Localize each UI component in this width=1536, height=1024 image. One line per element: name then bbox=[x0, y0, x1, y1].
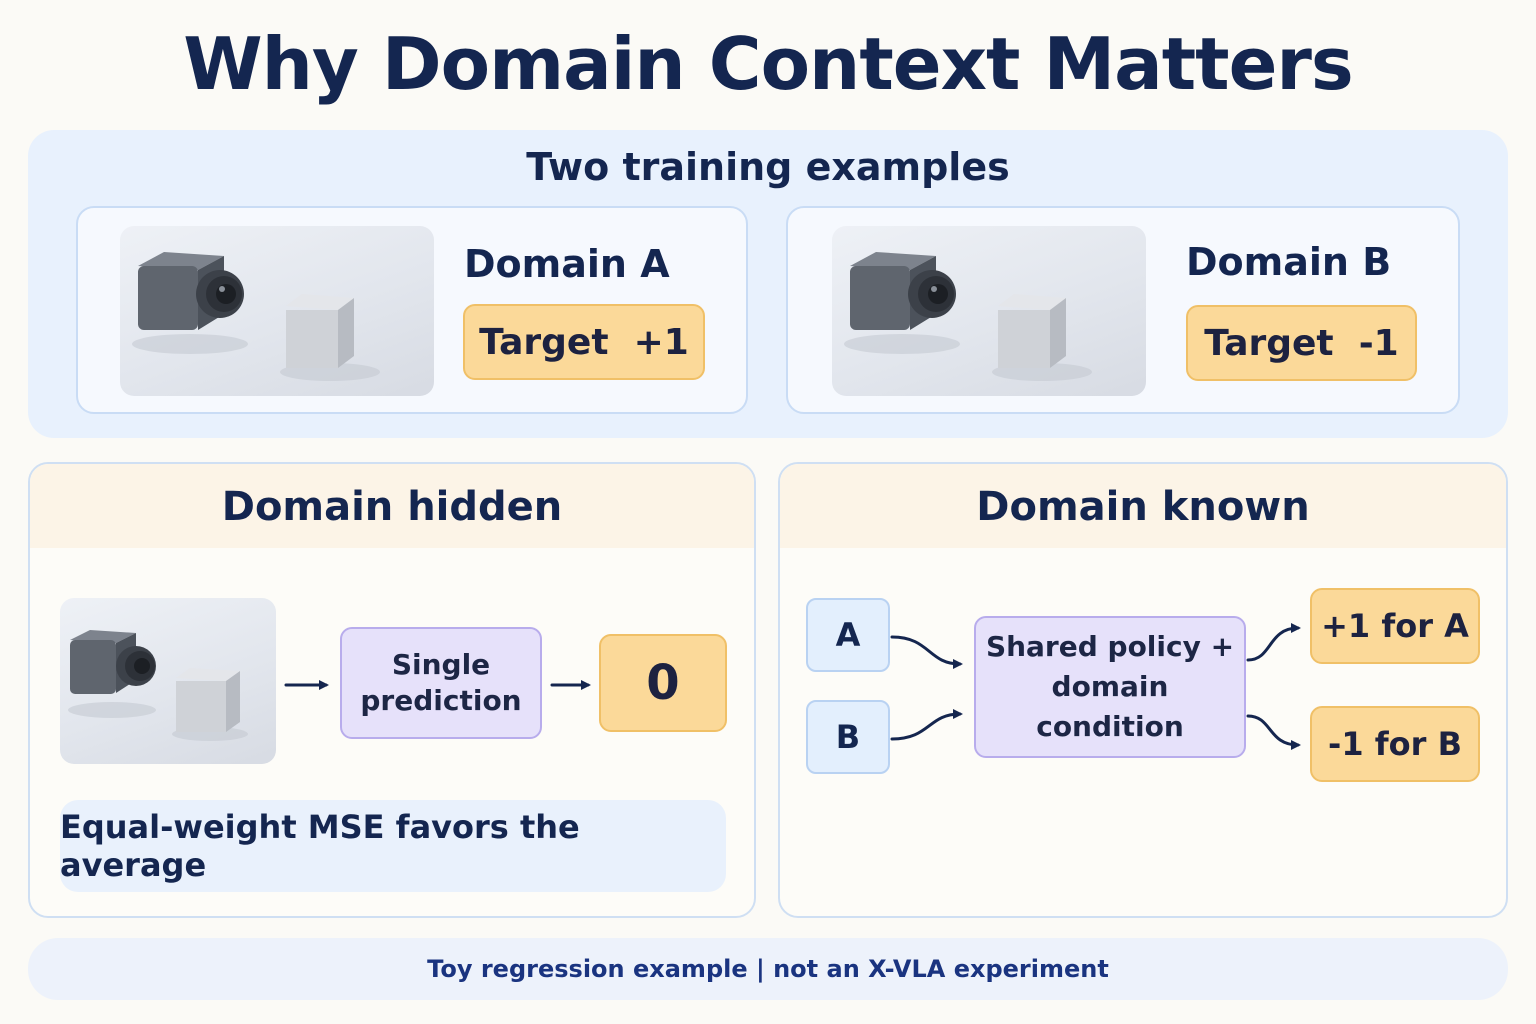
target-b-badge: Target -1 bbox=[1186, 305, 1417, 381]
domain-known-header bbox=[780, 464, 1506, 548]
camera-icon bbox=[850, 252, 956, 330]
cube-icon bbox=[286, 294, 354, 368]
mse-note: Equal-weight MSE favors the average bbox=[60, 800, 726, 892]
domain-a-chip: A bbox=[806, 598, 890, 672]
domain-hidden-title: Domain hidden bbox=[221, 484, 563, 530]
footer-note: Toy regression example | not an X-VLA ex… bbox=[28, 938, 1508, 1000]
output-a-badge: +1 for A bbox=[1310, 588, 1480, 664]
shared-policy-line1: Shared policy + bbox=[985, 630, 1235, 663]
camera-cube-scene-b bbox=[832, 226, 1146, 396]
average-output-badge: 0 bbox=[599, 634, 727, 732]
domain-b-chip: B bbox=[806, 700, 890, 774]
shared-policy-box: Shared policy + domain condition bbox=[974, 616, 1246, 758]
camera-cube-scene-a bbox=[120, 226, 434, 396]
target-a-badge: Target +1 bbox=[463, 304, 705, 380]
domain-b-label: Domain B bbox=[1186, 240, 1392, 284]
single-prediction-line2: prediction bbox=[360, 684, 522, 717]
camera-icon bbox=[138, 252, 244, 330]
cube-icon bbox=[176, 668, 240, 732]
domain-hidden-header bbox=[30, 464, 754, 548]
camera-icon bbox=[70, 630, 156, 694]
training-examples-heading: Two training examples bbox=[526, 145, 1010, 189]
domain-known-title: Domain known bbox=[976, 484, 1310, 530]
single-prediction-box: Single prediction bbox=[340, 627, 542, 739]
camera-cube-scene-hidden bbox=[60, 598, 276, 764]
single-prediction-line1: Single bbox=[391, 648, 491, 681]
shared-policy-line2: domain condition bbox=[1036, 670, 1184, 743]
page-title: Why Domain Context Matters bbox=[183, 22, 1354, 106]
cube-icon bbox=[998, 294, 1066, 368]
output-b-badge: -1 for B bbox=[1310, 706, 1480, 782]
domain-a-label: Domain A bbox=[464, 242, 670, 286]
